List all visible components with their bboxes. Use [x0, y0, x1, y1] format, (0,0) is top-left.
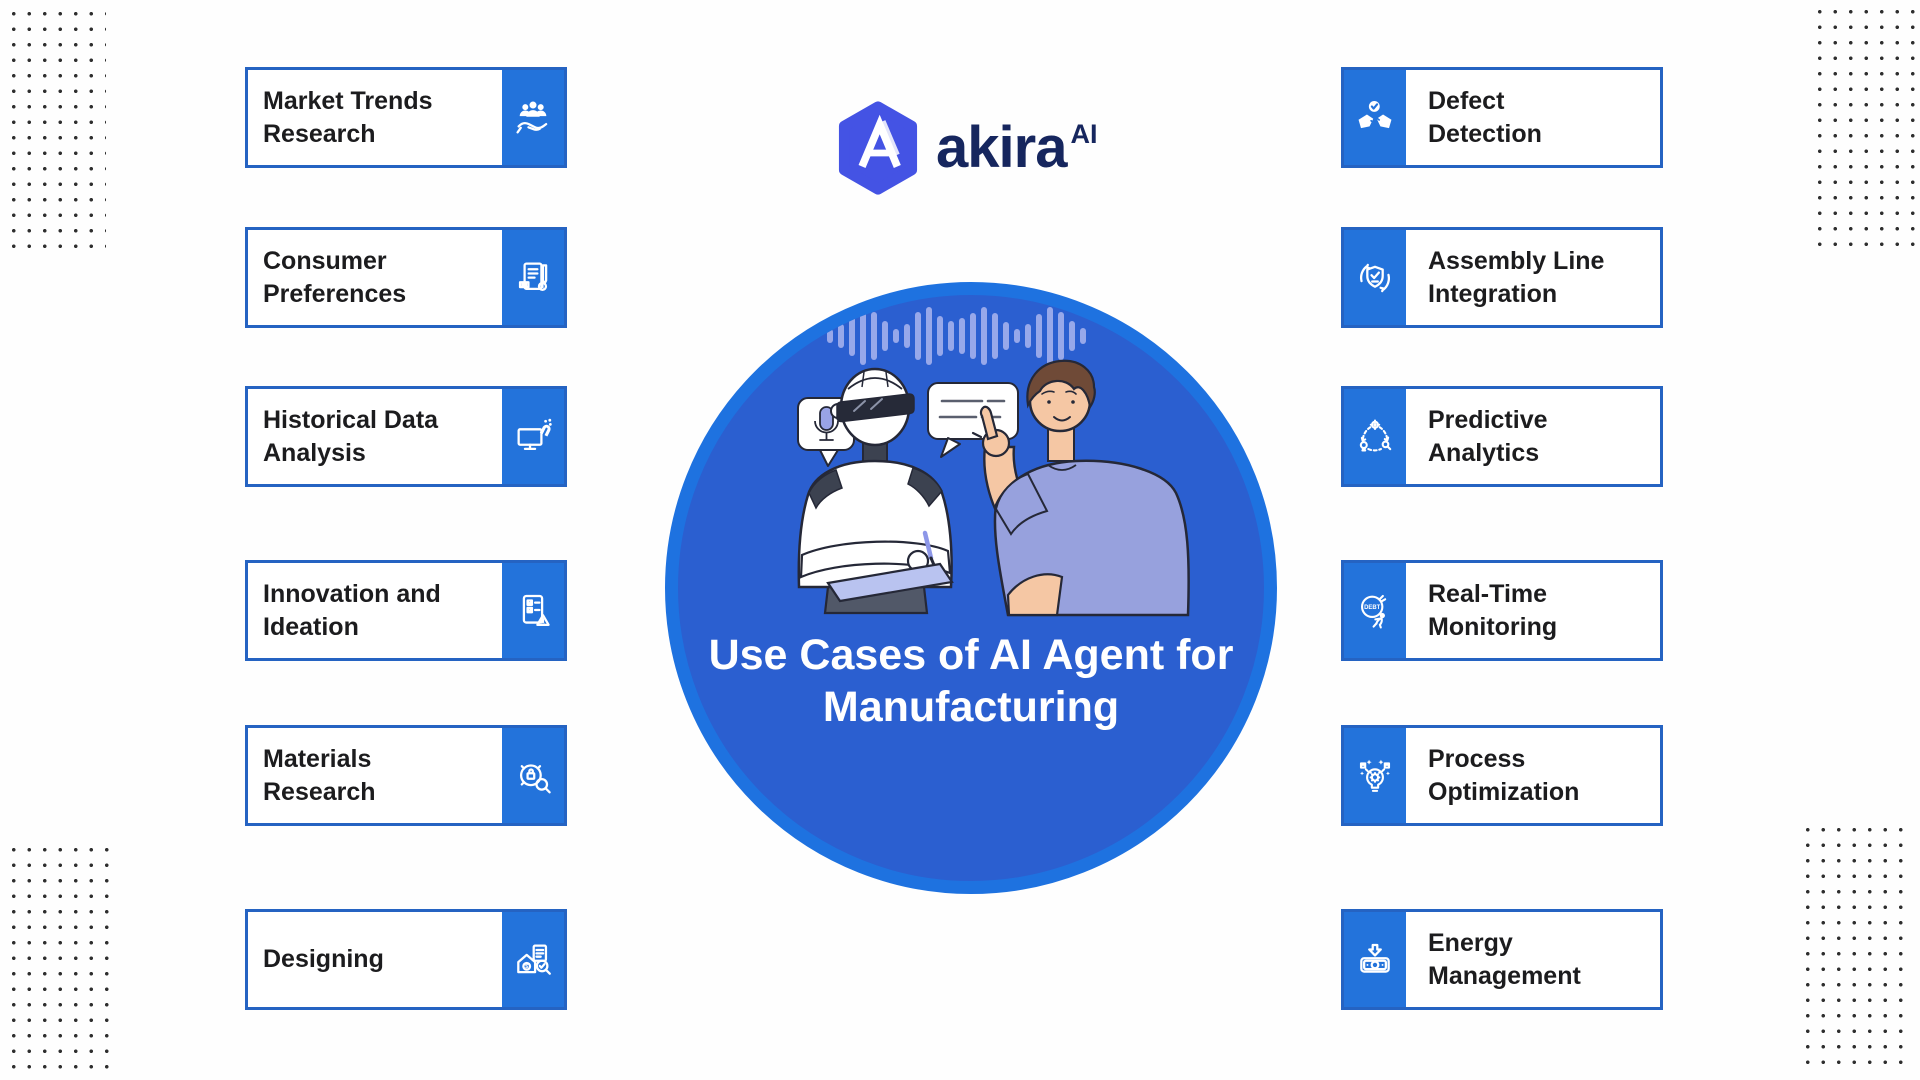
circle-title: Use Cases of AI Agent for Manufacturing: [678, 629, 1264, 734]
chat-speech-bubble-icon: [927, 382, 1019, 458]
analytics-cycle-icon: [1344, 389, 1406, 484]
shield-check-arrows-icon: [1344, 230, 1406, 325]
usecase-box-historical-data-analysis: Historical Data Analysis: [245, 386, 567, 487]
usecase-label: Real-Time Monitoring: [1428, 579, 1558, 641]
robot-illustration: [797, 367, 954, 615]
svg-text:$: $: [525, 964, 529, 970]
circle-title-line2: Manufacturing: [822, 683, 1120, 732]
corner-dots-top-left: [6, 6, 106, 254]
usecase-label: Designing: [263, 945, 384, 973]
monitor-magnet-icon: [502, 389, 564, 484]
usecase-label: Predictive Analytics: [1428, 405, 1548, 467]
usecase-box-materials-research: Materials Research: [245, 725, 567, 826]
people-hand-icon: [502, 70, 564, 165]
usecase-label: Assembly Line Integration: [1428, 246, 1605, 308]
corner-dots-bottom-left: [6, 842, 116, 1074]
person-debt-sack-icon: DEBT: [1344, 563, 1406, 658]
usecase-box-process-optimization: Process Optimization: [1341, 725, 1663, 826]
circle-title-line1: Use Cases of AI Agent for: [708, 631, 1234, 679]
brand-superscript: AI: [1070, 119, 1098, 149]
usecase-label: Market Trends Research: [263, 86, 433, 148]
document-pen-icon: [502, 230, 564, 325]
usecase-label: Innovation and Ideation: [263, 579, 441, 641]
usecase-label: Defect Detection: [1428, 86, 1542, 148]
svg-text:DEBT: DEBT: [1364, 604, 1381, 610]
usecase-box-energy-management: Energy Management: [1341, 909, 1663, 1010]
usecase-label: Process Optimization: [1428, 744, 1580, 806]
checklist-warning-icon: [502, 563, 564, 658]
hexagon-a-logo-icon: [838, 101, 918, 195]
usecase-box-defect-detection: Defect Detection: [1341, 67, 1663, 168]
usecase-box-assembly-line-integration: Assembly Line Integration: [1341, 227, 1663, 328]
usecase-box-innovation-and-ideation: Innovation and Ideation: [245, 560, 567, 661]
human-illustration: [971, 359, 1190, 617]
brand-name: akira: [936, 115, 1067, 180]
usecase-box-predictive-analytics: Predictive Analytics: [1341, 386, 1663, 487]
usecase-label: Historical Data Analysis: [263, 405, 439, 467]
usecase-box-consumer-preferences: Consumer Preferences: [245, 227, 567, 328]
banknote-down-arrow-icon: [1344, 912, 1406, 1007]
usecase-box-real-time-monitoring: DEBT Real-Time Monitoring: [1341, 560, 1663, 661]
corner-dots-top-right: [1812, 4, 1916, 254]
house-document-magnifier-icon: $: [502, 912, 564, 1007]
usecase-label: Energy Management: [1428, 928, 1581, 990]
center-circle: Use Cases of AI Agent for Manufacturing: [665, 282, 1277, 894]
handshake-check-icon: [1344, 70, 1406, 165]
usecase-label: Consumer Preferences: [263, 246, 407, 308]
usecase-box-designing: Designing $: [245, 909, 567, 1010]
usecase-label: Materials Research: [263, 744, 376, 806]
voice-waveform-icon: [827, 307, 1086, 365]
usecase-box-market-trends-research: Market Trends Research: [245, 67, 567, 168]
corner-dots-bottom-right: [1800, 822, 1914, 1074]
robot-human-illustration: [797, 307, 1190, 617]
target-lock-magnifier-icon: [502, 728, 564, 823]
lightbulb-gear-icon: [1344, 728, 1406, 823]
